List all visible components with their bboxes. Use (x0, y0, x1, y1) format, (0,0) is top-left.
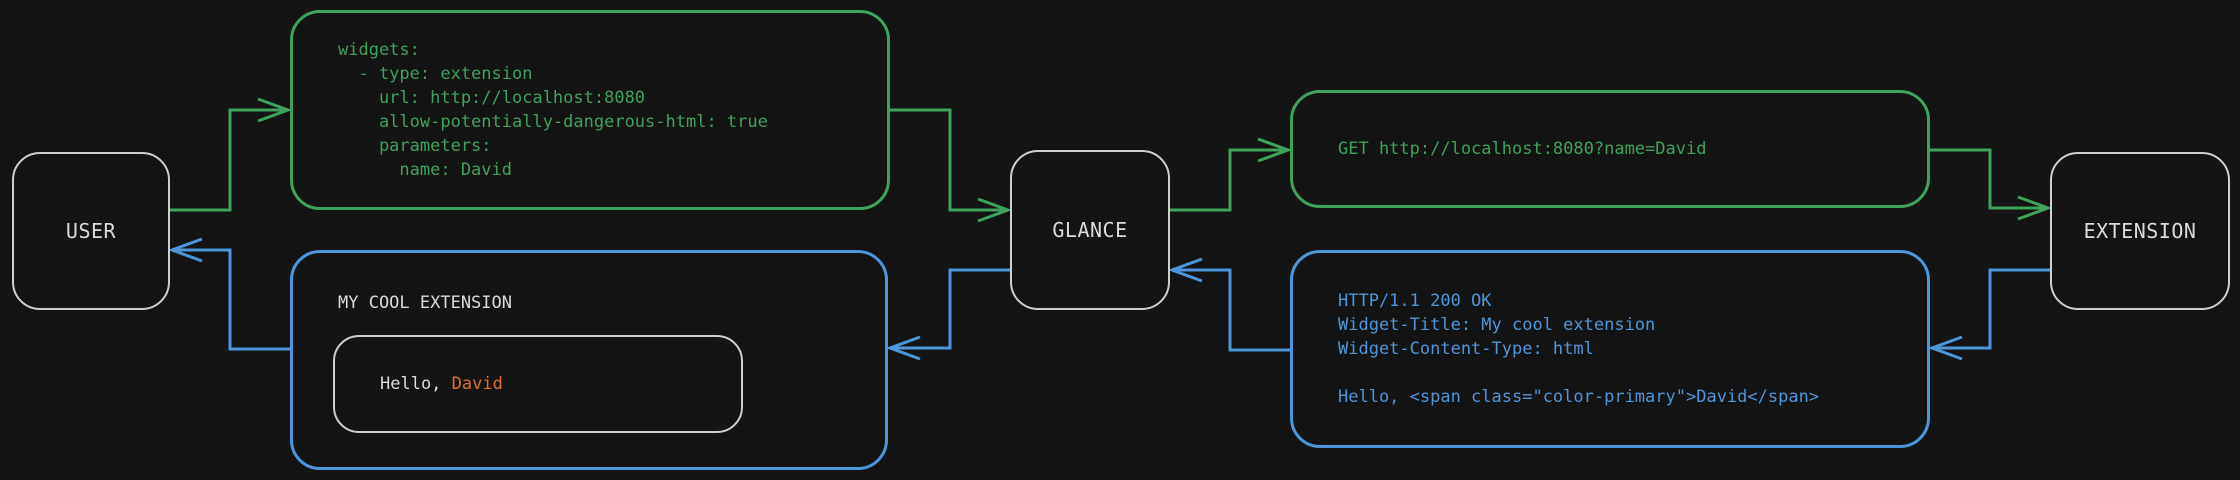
arrow-response-to-glance (1167, 257, 1290, 352)
config-line: widgets: (338, 40, 420, 60)
widget-title: MY COOL EXTENSION (338, 293, 512, 313)
arrow-extension-to-response (1927, 268, 2050, 361)
http-response-box: HTTP/1.1 200 OK Widget-Title: My cool ex… (1290, 250, 1930, 448)
greeting-name: David (451, 374, 503, 394)
widget-preview-box: MY COOL EXTENSION Hello, David (290, 250, 888, 470)
arrow-glance-to-widget (885, 268, 1010, 361)
greeting-prefix: Hello, (380, 374, 452, 394)
arrow-request-to-extension (1930, 148, 2053, 221)
config-line: name: David (338, 160, 512, 180)
config-line: url: http://localhost:8080 (338, 88, 646, 108)
node-extension: EXTENSION (2050, 152, 2230, 310)
node-extension-label: EXTENSION (2083, 219, 2197, 243)
http-request-box: GET http://localhost:8080?name=David (1290, 90, 1930, 208)
node-glance-label: GLANCE (1052, 218, 1128, 242)
arrow-config-to-glance (890, 108, 1013, 223)
config-yaml-box: widgets: - type: extension url: http://l… (290, 10, 890, 210)
config-line: - type: extension (338, 64, 533, 84)
response-line: Widget-Content-Type: html (1338, 339, 1594, 359)
response-line: Hello, <span class="color-primary">David… (1338, 387, 1820, 407)
widget-greeting-box: Hello, David (333, 335, 743, 433)
node-glance: GLANCE (1010, 150, 1170, 310)
response-line: HTTP/1.1 200 OK (1338, 291, 1492, 311)
response-line (1338, 361, 1927, 385)
arrow-user-to-config (170, 97, 293, 212)
config-line: allow-potentially-dangerous-html: true (338, 112, 768, 132)
arrow-glance-to-request (1170, 137, 1293, 212)
node-user: USER (12, 152, 170, 310)
request-line: GET http://localhost:8080?name=David (1338, 139, 1707, 159)
node-user-label: USER (65, 219, 117, 243)
config-line: parameters: (338, 136, 492, 156)
arrow-widget-to-user (167, 237, 290, 351)
response-line: Widget-Title: My cool extension (1338, 315, 1656, 335)
